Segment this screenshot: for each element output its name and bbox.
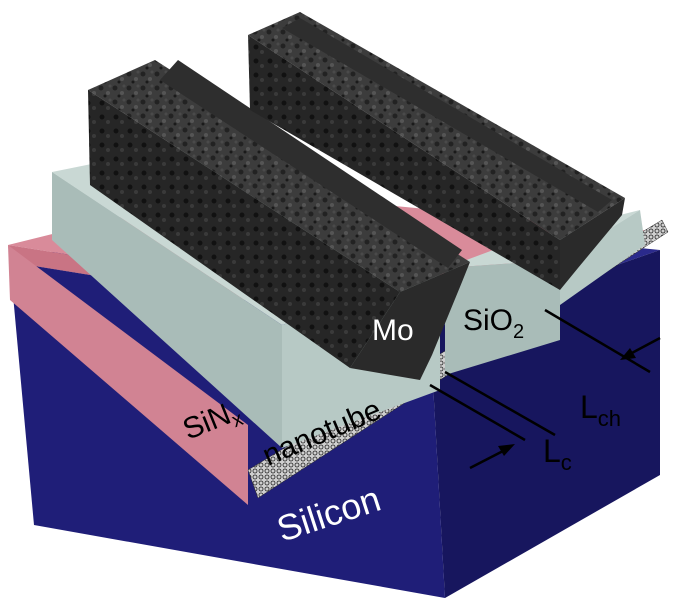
lc-line-2 (444, 370, 556, 437)
mo-right-top (248, 12, 625, 240)
mo-electrode-left (88, 60, 470, 380)
lc-arrow-head (498, 444, 515, 456)
sio2-label: SiO2 (463, 304, 524, 343)
mo-left-top (88, 60, 470, 292)
mo-right-groove (282, 18, 612, 212)
lc-label: Lc (543, 433, 572, 475)
mo-left-groove (160, 60, 462, 268)
lc-subscript: c (561, 450, 572, 475)
oxide-block-left-front (52, 172, 282, 448)
mo-label: Mo (372, 314, 414, 347)
mo-left-end (350, 262, 470, 380)
lch-line (544, 308, 651, 374)
oxide-block-right-end (560, 210, 645, 305)
lch-arrow-head (620, 348, 636, 360)
lc-arrow-shaft (469, 448, 506, 470)
lch-arrow-shaft (629, 336, 661, 356)
dimension-lines (429, 308, 651, 442)
lch-label: Lch (580, 389, 621, 431)
mo-right-end (560, 198, 625, 290)
sio2-subscript: 2 (513, 321, 524, 343)
oxide-block-right-front (445, 260, 560, 375)
mo-right-front (248, 35, 560, 290)
mo-left-front (88, 90, 400, 368)
arrows (469, 336, 661, 470)
mo-electrode-right (248, 12, 625, 290)
lch-subscript: ch (598, 406, 621, 431)
lc-line-1 (429, 383, 526, 442)
sinx-side-face (8, 245, 248, 505)
